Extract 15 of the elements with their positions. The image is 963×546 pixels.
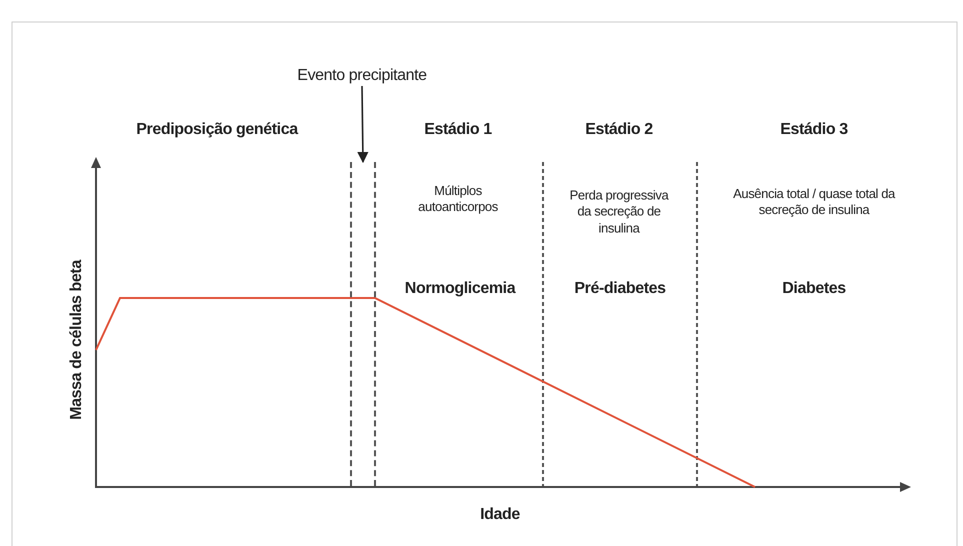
phase-heading: Prediposição genética (136, 120, 298, 140)
stage-heading: Estádio 2 (585, 120, 653, 140)
stage-description: Perda progressiva da secreção de insulina (568, 188, 670, 236)
arrow (357, 86, 368, 164)
stage-state: Normoglicemia (404, 279, 516, 299)
stage-heading: Estádio 1 (424, 120, 492, 140)
y-axis-title: Massa de células beta (67, 260, 86, 420)
event-window-band (350, 162, 376, 486)
stage-description: Múltiplos autoanticorpos (417, 182, 499, 216)
stage-state: Pré-diabetes (574, 279, 666, 299)
stage-state: Diabetes (782, 279, 846, 299)
stage-description: Ausência total / quase total da secreção de insulina (732, 186, 896, 218)
x-axis-title: Idade (480, 505, 520, 525)
stage-heading: Estádio 3 (780, 120, 848, 140)
event-label: Evento precipitante (297, 66, 427, 86)
